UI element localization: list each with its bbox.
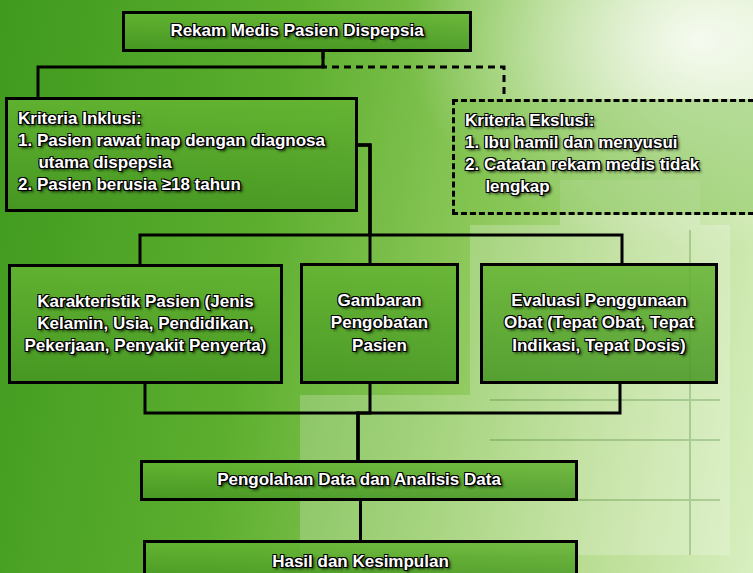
node-title: Gambaran Pengobatan Pasien xyxy=(311,290,448,356)
connector-line xyxy=(358,384,620,460)
source-box: Rekam Medis Pasien Dispepsia xyxy=(122,11,472,52)
process-box: Pengolahan Data dan Analisis Data xyxy=(140,460,578,501)
result-box: Hasil dan Kesimpulan xyxy=(143,540,578,573)
node-title: Kriteria Ekslusi: xyxy=(465,110,753,132)
process-box: Evaluasi Penggunaan Obat (Tepat Obat, Te… xyxy=(480,263,718,384)
connector-line xyxy=(360,501,361,540)
node-title: Pengolahan Data dan Analisis Data xyxy=(217,469,501,491)
connector-line xyxy=(145,384,358,460)
process-box: Karakteristik Pasien (Jenis Kelamin, Usi… xyxy=(8,264,283,384)
node-text: 1. Ibu hamil dan menyusui xyxy=(465,132,753,154)
connector-line xyxy=(38,52,323,97)
node-text: 2. Pasien berusia ≥18 tahun xyxy=(18,174,345,196)
exclusion-box: Kriteria Ekslusi:1. Ibu hamil dan menyus… xyxy=(452,99,753,215)
connector-line xyxy=(323,52,504,99)
node-text: 1. Pasien rawat inap dengan diagnosa uta… xyxy=(18,130,345,174)
node-title: Karakteristik Pasien (Jenis Kelamin, Usi… xyxy=(19,291,272,357)
node-title: Hasil dan Kesimpulan xyxy=(272,551,449,573)
node-title: Rekam Medis Pasien Dispepsia xyxy=(170,20,423,42)
connector-line xyxy=(358,384,370,460)
connector-line xyxy=(358,145,370,263)
node-title: Kriteria Inklusi: xyxy=(18,108,345,130)
inclusion-box: Kriteria Inklusi:1. Pasien rawat inap de… xyxy=(5,97,358,212)
node-text: 2. Catatan rekam medis tidak lengkap xyxy=(465,154,753,198)
process-box: Gambaran Pengobatan Pasien xyxy=(300,263,459,384)
node-title: Evaluasi Penggunaan Obat (Tepat Obat, Te… xyxy=(491,290,707,356)
